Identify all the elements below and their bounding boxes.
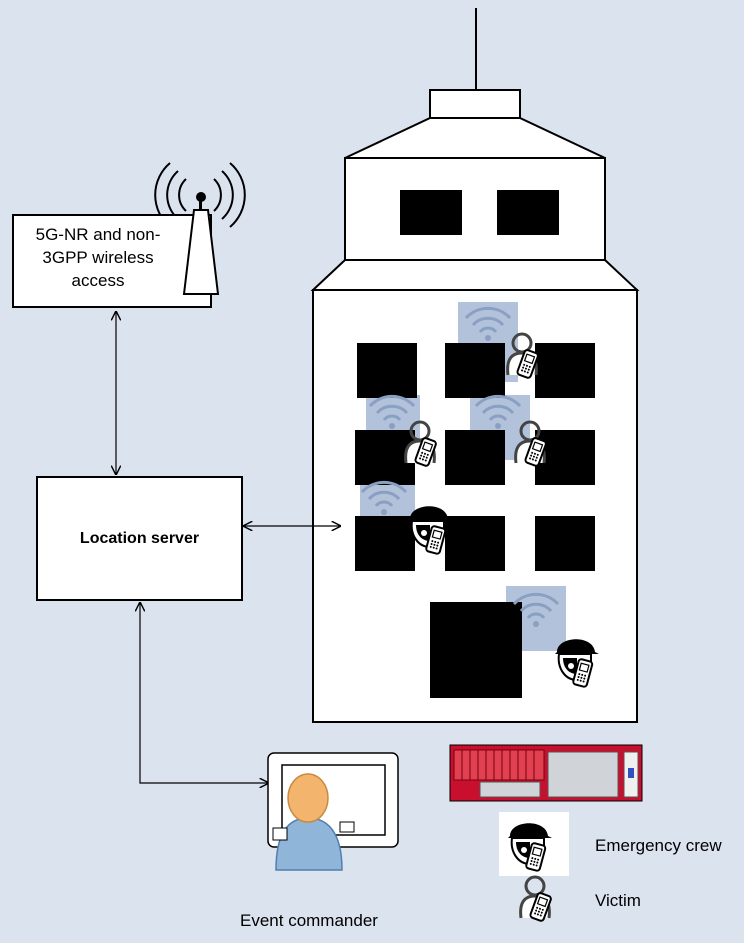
legend-victim-label: Victim <box>595 891 641 910</box>
antenna-tower <box>182 192 220 295</box>
building-window <box>445 516 505 571</box>
building-window <box>357 343 417 398</box>
wireless-access-label: 5G-NR and non- 3GPP wireless access <box>14 223 182 292</box>
event-commander-label: Event commander <box>240 911 378 930</box>
wireless-access-box <box>12 214 212 308</box>
building-window <box>535 343 595 398</box>
building-window <box>400 190 462 235</box>
link-server-to-commander <box>140 603 268 783</box>
building-window <box>445 430 505 485</box>
antenna-icon <box>154 162 246 228</box>
commander-workstation <box>267 752 399 871</box>
building-window <box>535 516 595 571</box>
location-server-box: Location server <box>36 476 243 601</box>
location-server-label: Location server <box>79 529 200 547</box>
building-window <box>445 343 505 398</box>
wireless-access-line2: 3GPP wireless <box>42 248 154 267</box>
building <box>310 8 640 723</box>
building-top-floor <box>344 157 606 261</box>
victim-icon <box>519 875 554 924</box>
fire-truck-icon <box>449 744 643 802</box>
building-roof <box>344 117 606 159</box>
wireless-access-line3: access <box>71 271 125 290</box>
commander-icon <box>275 773 343 871</box>
wireless-access-line1: 5G-NR and non- <box>35 225 161 244</box>
building-window <box>497 190 559 235</box>
building-door <box>430 602 522 698</box>
building-spire <box>429 89 521 119</box>
building-window <box>355 516 415 571</box>
building-ledge <box>310 259 640 291</box>
legend-emergency-crew-label: Emergency crew <box>595 836 722 855</box>
